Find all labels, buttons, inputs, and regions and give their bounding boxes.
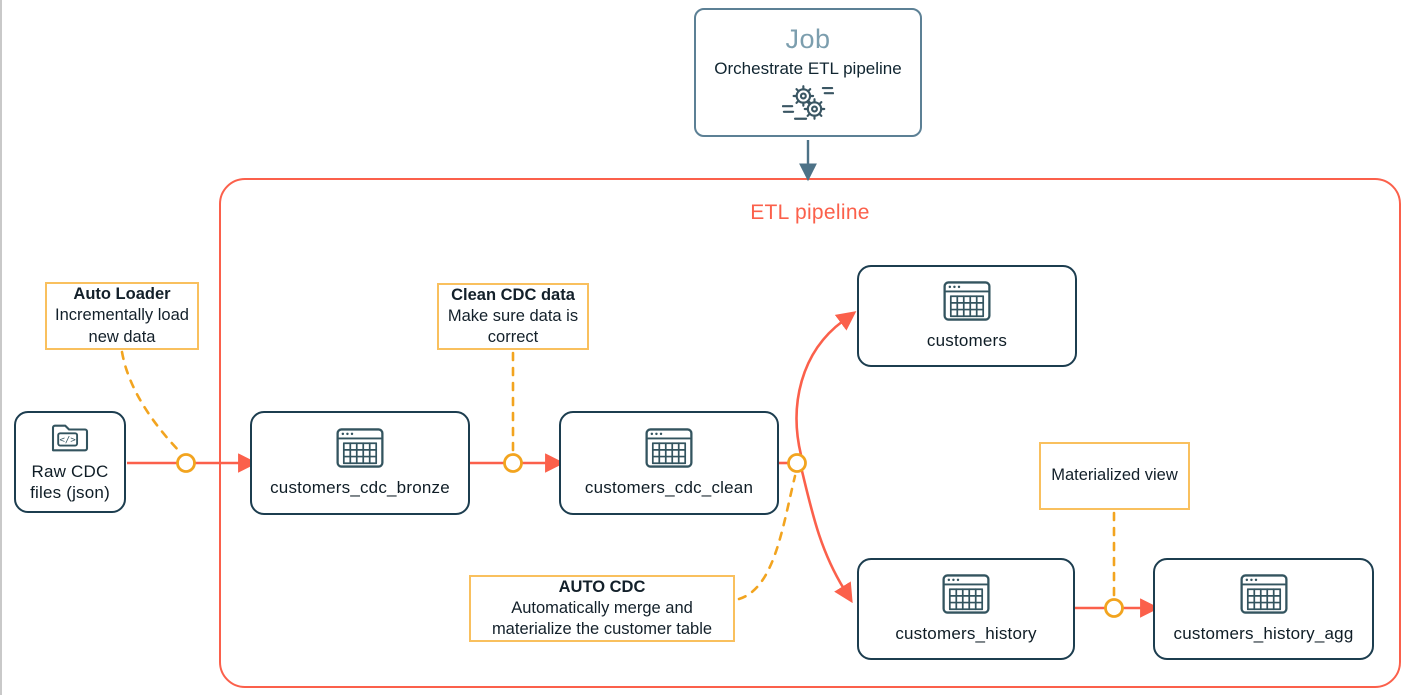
node-label: customers_history	[895, 623, 1037, 643]
etl-pipeline-title: ETL pipeline	[750, 201, 870, 224]
gears-icon	[782, 83, 834, 122]
node-raw-cdc-files: Raw CDC files (json)	[14, 411, 126, 513]
annotation-title: Auto Loader	[73, 285, 171, 304]
node-customers-history-agg: customers_history_agg	[1153, 558, 1374, 660]
job-box: Job Orchestrate ETL pipeline	[694, 8, 922, 137]
table-icon	[336, 428, 384, 468]
annotation-auto-loader: Auto Loader Incrementally load new data	[45, 282, 199, 350]
table-icon	[1240, 574, 1288, 614]
annotation-title: Clean CDC data	[451, 285, 575, 304]
node-label: Raw CDC files (json)	[30, 461, 110, 502]
node-label: customers_cdc_clean	[584, 477, 754, 497]
dashed-autoloader-link	[120, 350, 182, 454]
table-icon	[645, 428, 693, 468]
job-subtitle: Orchestrate ETL pipeline	[714, 58, 902, 78]
node-label: customers	[926, 330, 1008, 350]
node-customers-cdc-clean: customers_cdc_clean	[559, 411, 779, 515]
table-icon	[943, 281, 991, 321]
annotation-body: Make sure data is correct	[447, 306, 579, 347]
annotation-body: Automatically merge and materialize the …	[491, 598, 713, 639]
annotation-body: Incrementally load new data	[55, 306, 189, 346]
node-label: customers_cdc_bronze	[270, 477, 450, 497]
annotation-title: AUTO CDC	[558, 577, 646, 596]
junction-circle-autoloader	[176, 453, 196, 473]
node-customers: customers	[857, 265, 1077, 367]
table-icon	[942, 574, 990, 614]
annotation-body: Materialized view	[1051, 466, 1178, 485]
folder-code-icon	[50, 421, 90, 455]
annotation-materialized-view: Materialized view	[1039, 442, 1190, 510]
job-title: Job	[785, 23, 831, 54]
annotation-clean-cdc-data: Clean CDC data Make sure data is correct	[437, 283, 589, 350]
node-customers-cdc-bronze: customers_cdc_bronze	[250, 411, 470, 515]
node-label: customers_history_agg	[1173, 623, 1354, 643]
annotation-auto-cdc: AUTO CDC Automatically merge and materia…	[469, 575, 735, 642]
node-customers-history: customers_history	[857, 558, 1075, 660]
